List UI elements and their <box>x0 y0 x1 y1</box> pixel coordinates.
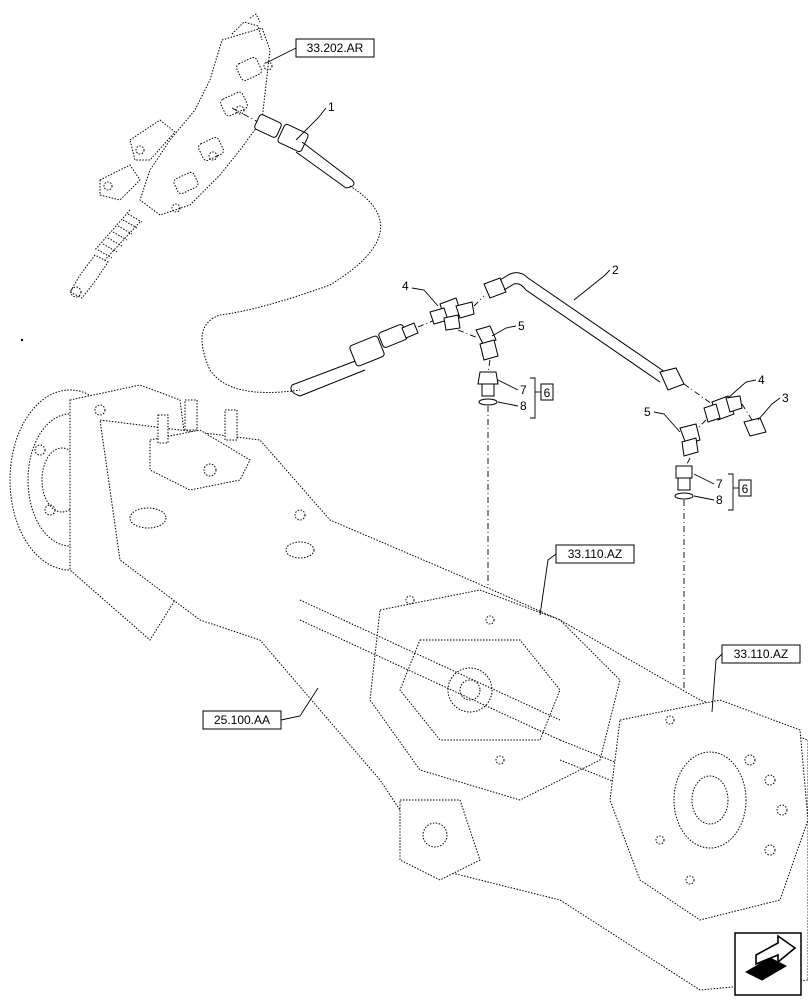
callout-seal-right: 8 <box>693 493 723 507</box>
callout-adapter-left: 7 <box>497 379 527 397</box>
svg-text:3: 3 <box>782 391 789 405</box>
elbow-fitting-left <box>475 325 499 361</box>
svg-text:5: 5 <box>644 405 651 419</box>
callout-tube: 2 <box>573 263 619 301</box>
steering-valve-assembly <box>69 13 273 299</box>
reference-steering-valve-label: 33.202.AR <box>307 41 364 55</box>
reference-front-axle[interactable]: 25.100.AA <box>202 687 319 730</box>
centre-line <box>685 457 691 467</box>
tee-fitting-right <box>703 395 743 423</box>
next-page-arrow-icon[interactable] <box>734 932 802 996</box>
svg-text:4: 4 <box>758 373 765 387</box>
kit-left: 6 <box>530 377 554 419</box>
adapter-left <box>477 371 499 406</box>
svg-text:5: 5 <box>518 319 525 333</box>
centre-line <box>473 295 485 307</box>
centre-line <box>487 359 491 373</box>
callout-tee-left: 4 <box>402 279 439 307</box>
centre-line <box>231 107 259 123</box>
elbow-fitting-right <box>679 423 701 457</box>
stray-mark <box>20 338 24 342</box>
callout-elbow-left: 5 <box>491 319 525 337</box>
callout-hose: 1 <box>295 100 335 141</box>
svg-text:7: 7 <box>716 477 723 491</box>
svg-text:1: 1 <box>328 100 335 114</box>
centre-line <box>457 329 479 339</box>
reference-axle-far[interactable]: 33.110.AZ <box>711 644 801 713</box>
centre-line <box>417 317 441 328</box>
axle-and-transmission <box>9 384 808 991</box>
reference-steering-valve[interactable]: 33.202.AR <box>265 38 375 64</box>
reference-axle-right[interactable]: 33.110.AZ <box>539 544 635 616</box>
svg-text:8: 8 <box>716 493 723 507</box>
svg-text:6: 6 <box>742 482 749 496</box>
adapter-right <box>674 465 694 500</box>
kit-right: 6 <box>728 473 752 511</box>
centre-line <box>695 419 707 431</box>
svg-text:4: 4 <box>402 279 409 293</box>
callout-tee-right: 4 <box>727 373 765 399</box>
reference-front-axle-label: 25.100.AA <box>214 713 270 727</box>
steel-tube <box>483 272 685 391</box>
reference-axle-right-label: 33.110.AZ <box>568 547 622 561</box>
svg-text:2: 2 <box>612 263 619 277</box>
cap <box>743 417 767 437</box>
callout-seal-left: 8 <box>497 399 527 413</box>
svg-text:7: 7 <box>520 383 527 397</box>
svg-text:6: 6 <box>544 386 551 400</box>
reference-axle-far-label: 33.110.AZ <box>734 647 788 661</box>
callout-adapter-right: 7 <box>693 473 723 491</box>
tee-fitting-left <box>429 297 475 331</box>
svg-text:8: 8 <box>520 399 527 413</box>
callout-elbow-right: 5 <box>644 405 681 433</box>
centre-line <box>683 383 713 405</box>
centre-line <box>741 403 753 421</box>
hose-assembly <box>201 114 419 397</box>
callout-cap: 3 <box>757 391 789 421</box>
